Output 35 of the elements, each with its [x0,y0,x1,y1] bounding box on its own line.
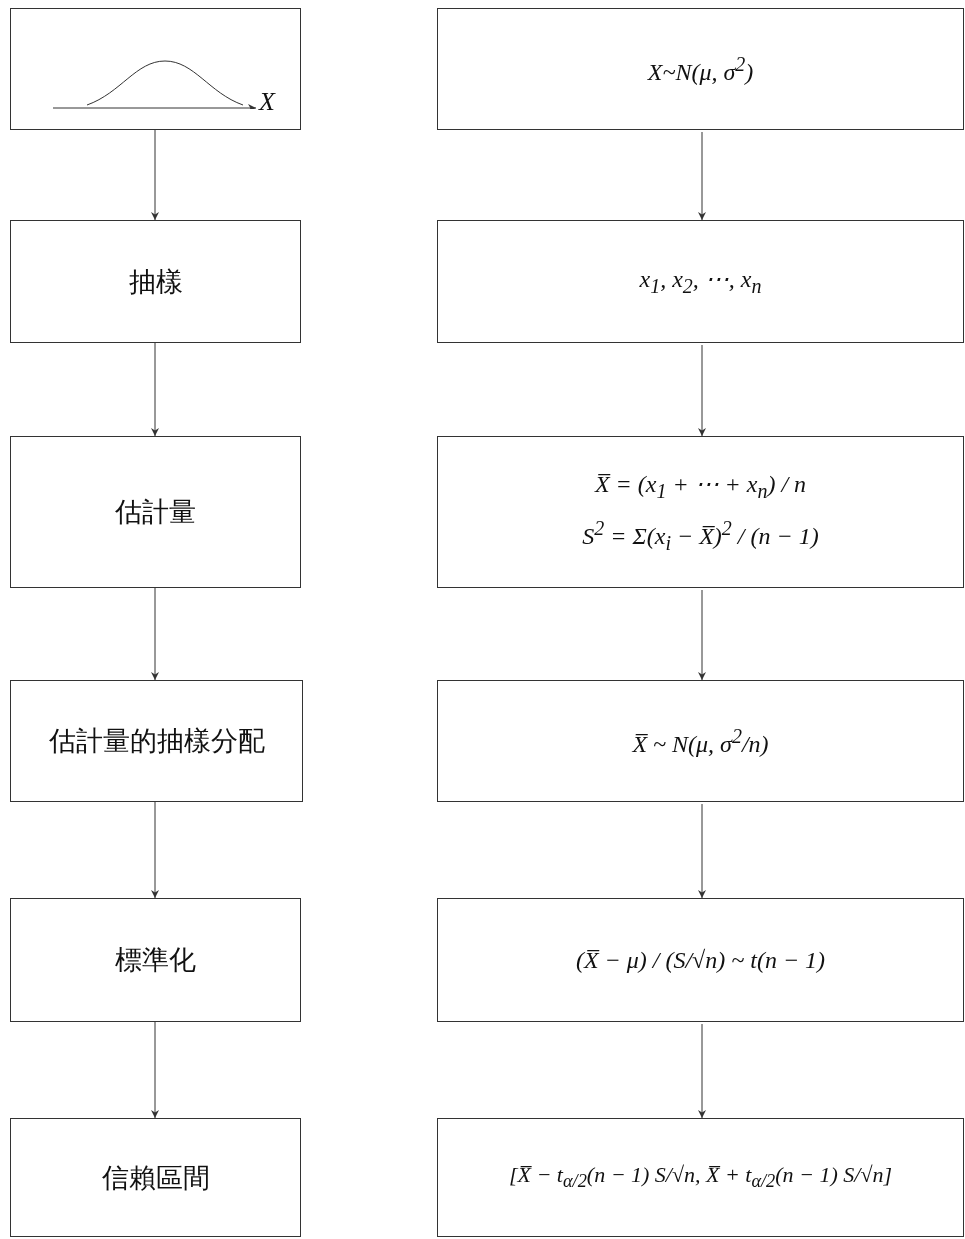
arrow [151,129,159,221]
formula: S$^{2}$ = Σ(x$_{i}$ − X̅)$^{2}$ / (n − 1) [582,516,819,555]
process-box [437,680,964,802]
process-box [437,1118,964,1237]
formula: x$_{1}$, x$_{2}$, ⋯, x$_{n}$ [639,265,762,298]
process-box [10,680,303,802]
arrow [151,342,159,437]
process-box [10,1118,301,1237]
formula: X~N(μ, σ$^{2}$) [647,52,754,86]
arrow [151,587,159,681]
distribution-box [10,8,301,130]
arrow [698,131,706,221]
process-box [10,220,301,343]
formula: X̅ ~ N(μ, σ$^{2}$/n) [632,724,769,758]
process-box [437,898,964,1022]
step-label: 標準化 [115,943,196,977]
arrow [698,1023,706,1119]
arrow [698,803,706,899]
step-label: 估計量 [115,495,196,529]
step-label: 信賴區間 [101,1160,210,1195]
process-box [10,898,301,1022]
axis-label: X [259,87,275,117]
formula: (X̅ − μ) / (S/√n) ~ t(n − 1) [575,946,826,974]
formula: [X̅ − t$_{α/2}$(n − 1) S/√n, X̅ + t$_{α/2}$(n − 1) S/√n] [508,1162,893,1193]
process-box [437,220,964,343]
process-box [437,436,964,588]
process-box [10,436,301,588]
arrow [698,589,706,681]
step-label: 估計量的抽樣分配 [48,724,265,758]
process-box [437,8,964,130]
formula: X̅ = (x$_{1}$ + ⋯ + x$_{n}$) / n [594,469,807,503]
step-label: 抽樣 [128,264,183,299]
arrow [698,344,706,437]
arrow [151,1021,159,1119]
arrow [151,801,159,899]
